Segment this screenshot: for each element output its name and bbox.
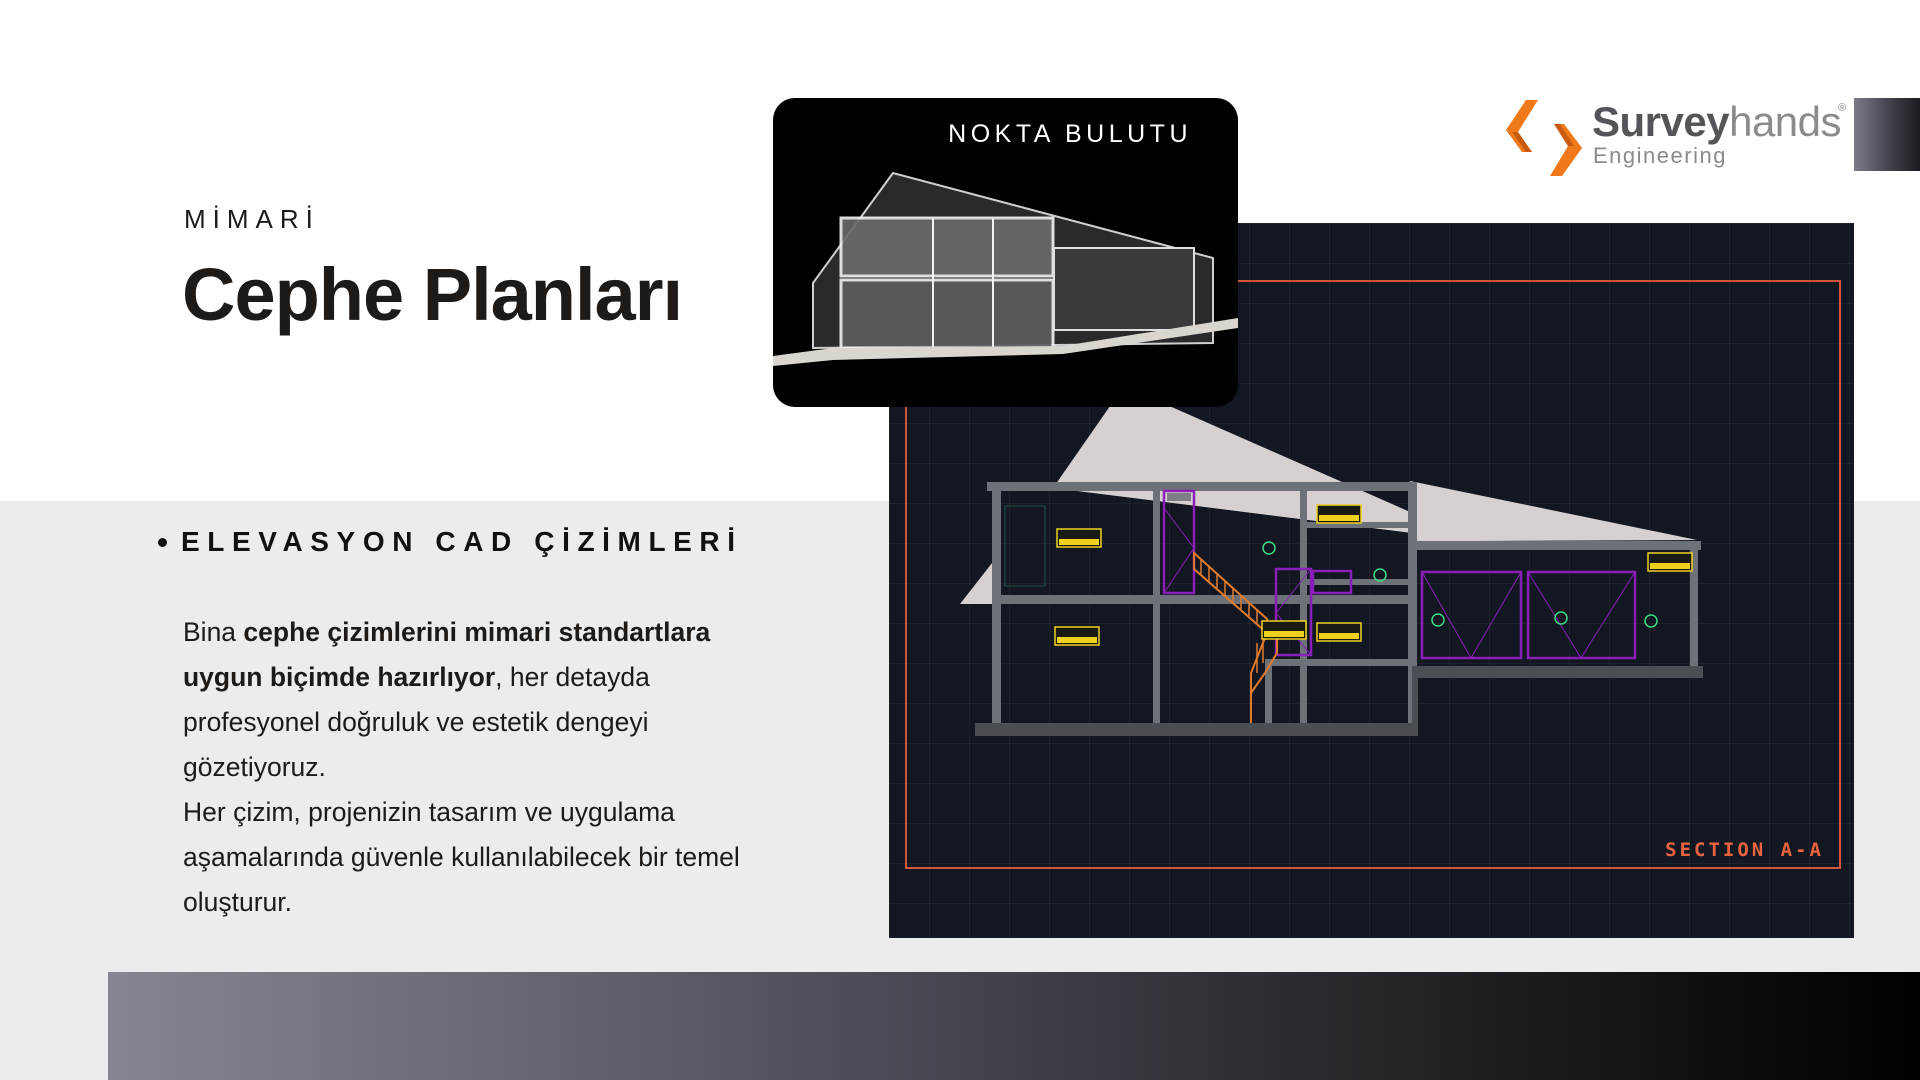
paragraph-1-prefix: Bina [183,617,244,647]
brand-logo: Surveyhands ® Engineering [1504,98,1849,176]
bullet-icon [158,537,167,547]
corner-gradient-block [1854,98,1920,171]
house-section-cad-icon [960,386,1703,736]
point-cloud-label: NOKTA BULUTU [948,120,1192,148]
section-label: SECTION A-A [1665,839,1824,861]
brand-name: Surveyhands [1592,98,1842,146]
brand-name-bold: Survey [1592,98,1730,145]
paragraph-1-suffix: , her detayda profesyonel doğruluk ve es… [183,662,650,782]
house-point-cloud-icon [773,171,1238,366]
footer-gradient-bar [108,972,1920,1080]
registered-mark: ® [1838,102,1847,114]
bullet-heading-text: ELEVASYON CAD ÇİZİMLERİ [181,526,743,557]
page-title: Cephe Planları [182,253,683,336]
category-eyebrow: MİMARİ [184,204,320,234]
brand-subtitle: Engineering [1593,143,1727,168]
drawing-frame [905,280,1841,869]
bullet-heading: ELEVASYON CAD ÇİZİMLERİ [158,526,743,558]
surveyhands-logo-icon [1506,100,1582,176]
paragraph-2: Her çizim, projenizin tasarım ve uygulam… [183,797,740,917]
description-text: Bina cephe çizimlerini mimari standartla… [183,610,773,925]
point-cloud-card: NOKTA BULUTU [773,98,1238,407]
brand-name-light: hands [1729,98,1842,145]
paragraph-1-bold: cephe çizimlerini mimari standartlara uy… [183,617,711,692]
